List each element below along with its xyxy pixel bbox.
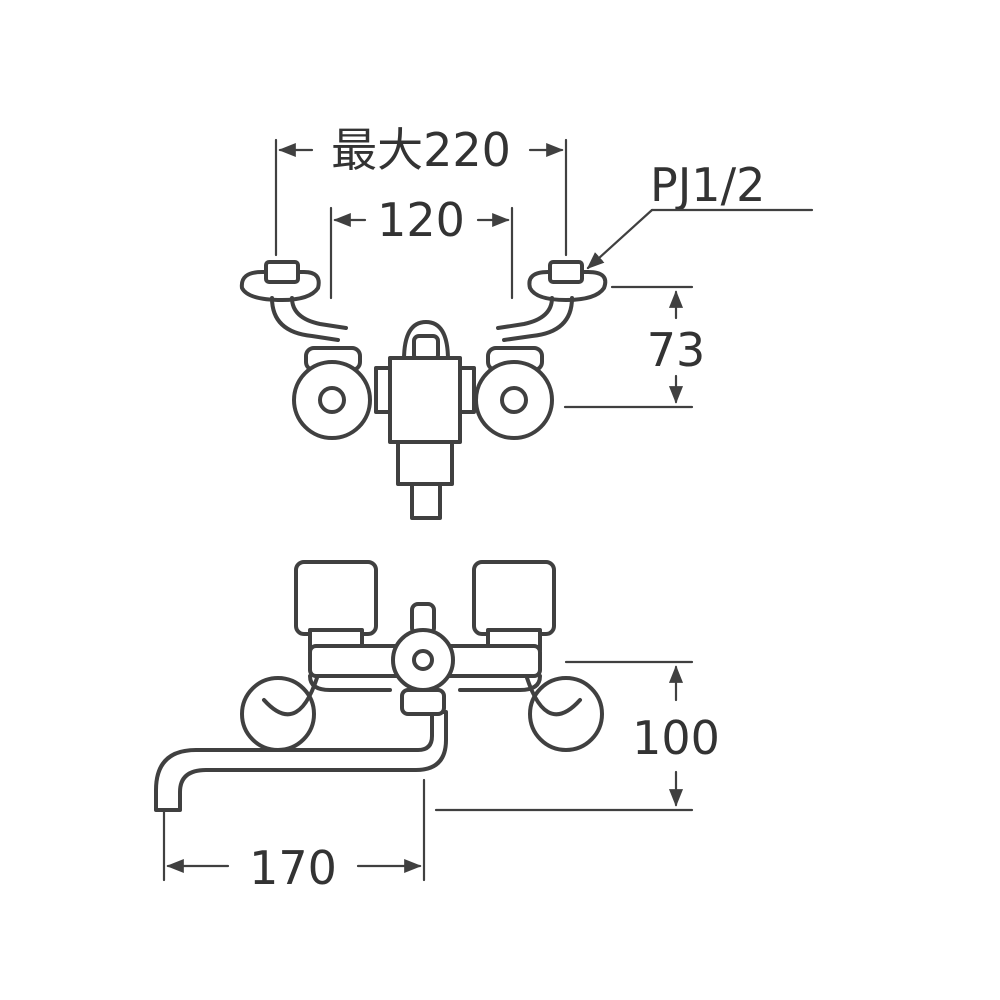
inner-width-label: 120 xyxy=(377,193,465,247)
spout-length-label: 170 xyxy=(249,841,337,895)
front-view: 100 170 xyxy=(154,560,720,895)
dimension-front-height: 100 xyxy=(434,660,720,812)
top-center-body xyxy=(374,320,476,520)
max-width-label: 最大220 xyxy=(331,123,511,177)
left-elbow xyxy=(240,666,322,752)
dimension-max-width: 最大220 xyxy=(274,123,568,257)
thread-leader: PJ1/2 xyxy=(586,158,814,270)
right-handle xyxy=(474,360,554,440)
diverter-valve xyxy=(391,602,455,716)
dimension-inner-width: 120 xyxy=(329,193,514,300)
dimension-top-height: 73 xyxy=(563,285,706,409)
dimension-spout-length: 170 xyxy=(162,778,426,895)
right-wall-mount xyxy=(496,260,608,342)
front-height-label: 100 xyxy=(632,711,720,765)
left-wall-mount xyxy=(239,260,348,342)
thread-label: PJ1/2 xyxy=(650,158,765,212)
left-handle xyxy=(292,360,372,440)
right-elbow xyxy=(522,666,604,752)
top-height-label: 73 xyxy=(647,323,706,377)
left-handle-cap xyxy=(294,560,378,652)
top-view: 最大220 120 PJ1/2 73 xyxy=(239,123,814,520)
right-handle-cap xyxy=(472,560,556,652)
